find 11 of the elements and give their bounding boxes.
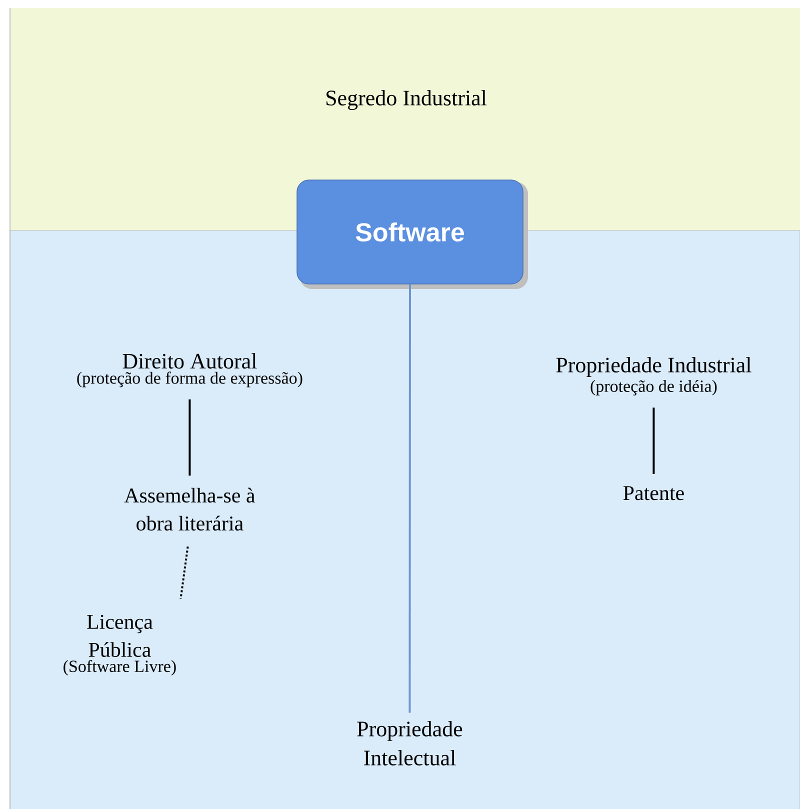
connector-line: [180, 546, 189, 599]
software-box: Software: [296, 180, 528, 289]
connector-line: [408, 284, 411, 713]
label-text: Licença Pública (Software Livre): [64, 614, 176, 676]
connector-line: [188, 399, 191, 476]
label-text: Direito Autoral (proteção de forma de expressão): [77, 353, 302, 388]
label-text: Propriedade Industrial (proteção de idéia): [556, 357, 752, 396]
label-text: Patente: [623, 486, 684, 500]
label-text: Assemelha-se à obra literária: [124, 488, 255, 531]
label-text: Propriedade Intelectual: [357, 720, 462, 766]
connector-line: [652, 408, 655, 474]
